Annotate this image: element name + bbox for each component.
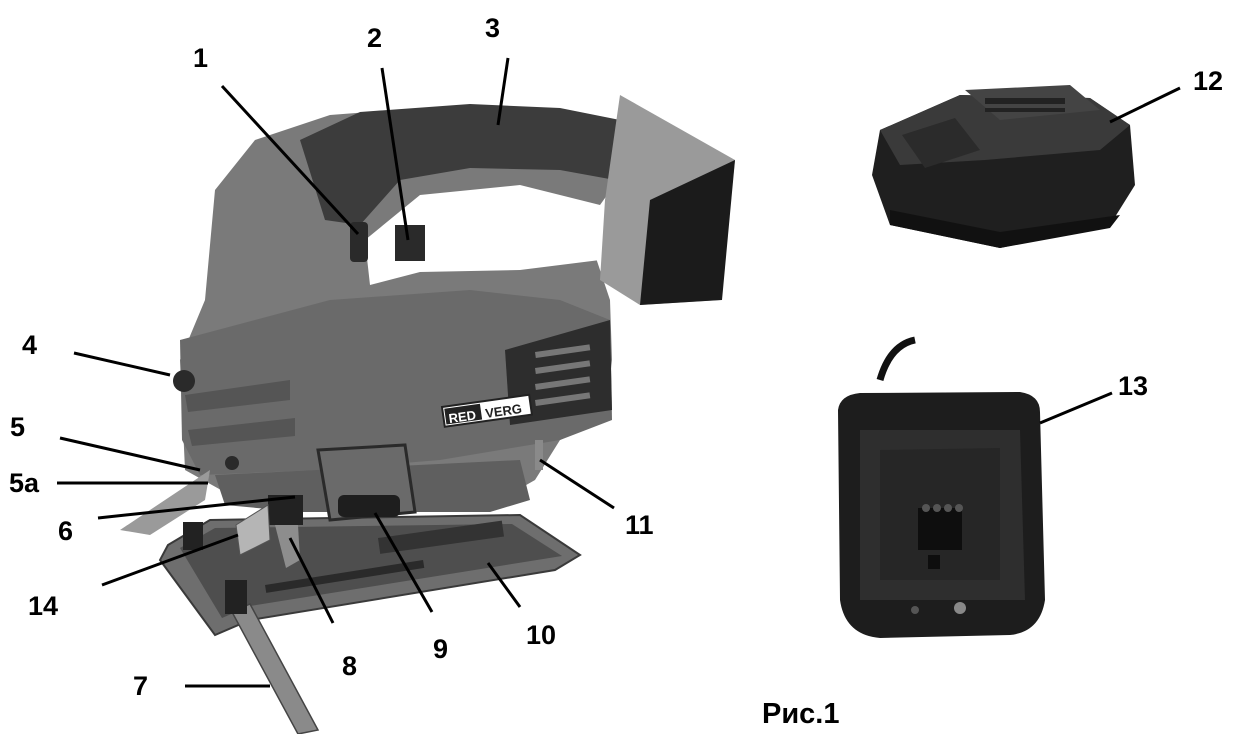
- handle-grip: [300, 104, 640, 225]
- callout-7: 7: [133, 671, 149, 701]
- callout-5a: 5a: [9, 468, 40, 498]
- leader-line-5: [59, 436, 201, 472]
- saw-blade: [275, 525, 300, 568]
- leader-line-13: [1039, 391, 1113, 425]
- parallel-guide: [230, 603, 320, 734]
- dust-port-pin: [535, 440, 543, 470]
- callout-9: 9: [433, 634, 449, 664]
- callout-2: 2: [367, 23, 383, 53]
- callout-6: 6: [58, 516, 74, 546]
- brand-logo-left: RED: [448, 407, 477, 426]
- callout-10: 10: [526, 620, 557, 650]
- leader-line-4: [73, 351, 171, 377]
- leader-lines: [57, 57, 1181, 688]
- callout-8: 8: [342, 651, 358, 681]
- callout-12: 12: [1193, 66, 1224, 96]
- callout-4: 4: [22, 330, 38, 360]
- callout-14: 14: [28, 591, 59, 621]
- figure-caption: Рис.1: [762, 698, 840, 730]
- callout-5: 5: [10, 412, 26, 442]
- battery-pack-image: [872, 85, 1135, 248]
- leader-line-12: [1109, 86, 1181, 124]
- leader-line-14: [101, 533, 239, 587]
- jigsaw-image: [120, 95, 735, 734]
- guide-clamp: [225, 580, 247, 614]
- callout-3: 3: [485, 13, 501, 43]
- leader-line-2: [380, 67, 410, 241]
- brand-logo: RED VERG: [440, 393, 534, 428]
- leader-line-10: [486, 562, 522, 608]
- trigger-switch: [395, 225, 425, 261]
- leader-line-1: [220, 84, 360, 236]
- leader-line-3: [496, 57, 510, 126]
- led-light: [225, 456, 239, 470]
- leader-line-8: [288, 537, 335, 624]
- side-knob: [173, 370, 195, 392]
- brand-logo-right: VERG: [484, 401, 523, 421]
- leader-line-6: [97, 495, 296, 520]
- leader-line-11: [539, 458, 615, 510]
- charger-cable: [876, 336, 916, 382]
- callout-13: 13: [1118, 371, 1149, 401]
- callout-11: 11: [625, 510, 654, 540]
- leader-line-9: [373, 512, 434, 613]
- charger-image: [838, 336, 1045, 638]
- callout-1: 1: [193, 43, 209, 73]
